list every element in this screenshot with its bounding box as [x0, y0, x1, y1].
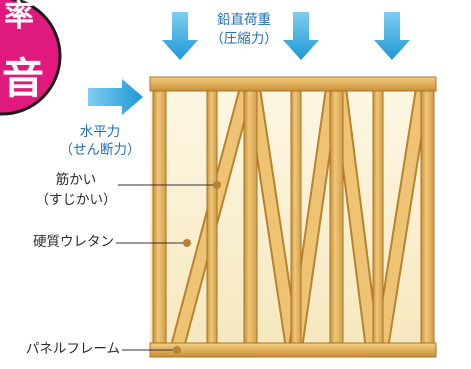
brace-label: 筋かい — [55, 172, 97, 188]
badge-char-1: 率 — [4, 0, 34, 34]
badge — [0, 0, 62, 116]
vertical-load-sublabel: （圧縮力） — [210, 31, 278, 47]
urethane-label: 硬質ウレタン — [33, 234, 114, 250]
horizontal-force-sublabel: （せん断力） — [59, 142, 141, 158]
vertical-load-label: 鉛直荷重 — [217, 12, 271, 28]
brace-sublabel: （すじかい） — [35, 192, 117, 208]
badge-char-2: 音 — [2, 54, 45, 103]
leader-lines — [116, 181, 221, 354]
top-plate — [149, 76, 437, 92]
panel-frame-label: パネルフレーム — [25, 341, 120, 357]
right-arrow-icon — [88, 79, 143, 115]
bottom-plate — [149, 342, 437, 358]
braces — [170, 88, 430, 347]
horizontal-force-label: 水平力 — [79, 124, 121, 140]
down-arrow-icon — [374, 12, 410, 60]
down-arrow-icon — [162, 12, 198, 60]
down-arrow-icon — [283, 12, 319, 60]
